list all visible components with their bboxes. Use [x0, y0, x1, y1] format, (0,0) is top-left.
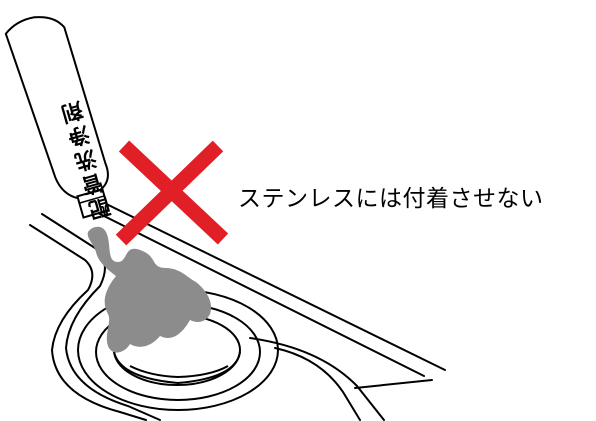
warning-caption: ステンレスには付着させない — [238, 186, 544, 212]
cleaner-bottle: 配管洗浄剤 — [4, 16, 115, 222]
cleaner-blob — [87, 226, 212, 353]
cross-mark-icon — [115, 140, 229, 246]
